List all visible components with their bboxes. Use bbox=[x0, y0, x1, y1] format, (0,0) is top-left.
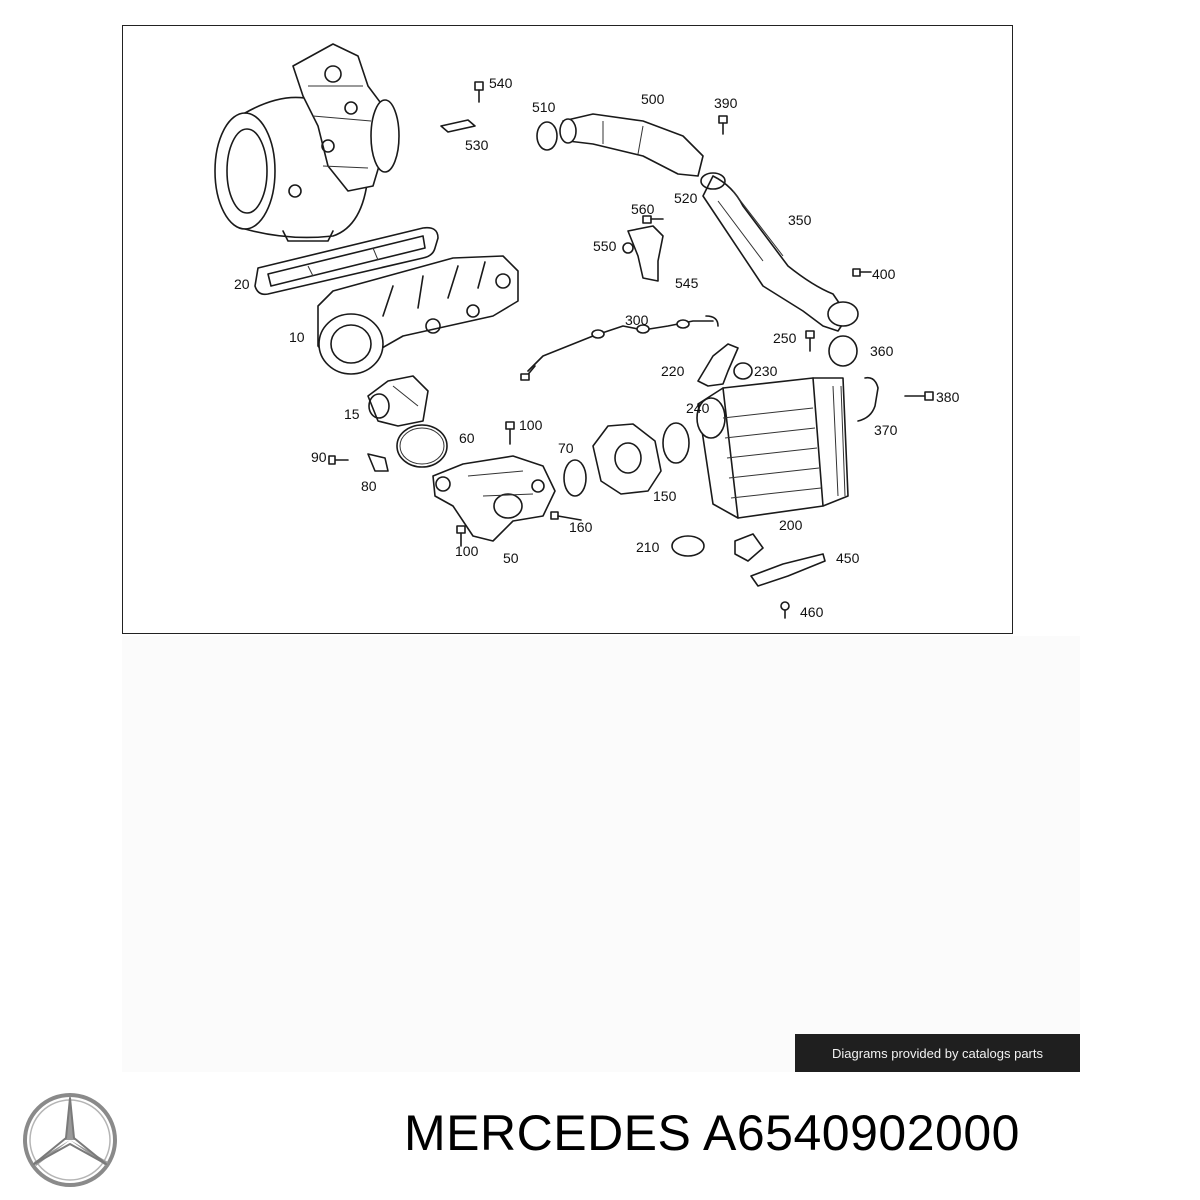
parts-diagram-panel: 540 510 500 390 530 520 350 560 550 545 … bbox=[122, 25, 1013, 634]
callout-label: 200 bbox=[779, 517, 803, 533]
callout-label: 90 bbox=[311, 449, 327, 465]
callout-label: 380 bbox=[936, 389, 960, 405]
hose-bottom-part bbox=[734, 533, 764, 562]
callout-label: 390 bbox=[714, 95, 738, 111]
callout-label: 545 bbox=[675, 275, 699, 291]
callout-label: 150 bbox=[653, 488, 677, 504]
plate-530-part bbox=[440, 119, 476, 133]
callout-label: 540 bbox=[489, 75, 513, 91]
callout-label: 450 bbox=[836, 550, 860, 566]
gasket-20-part bbox=[254, 226, 439, 296]
bolt-560-part bbox=[642, 215, 664, 224]
intercooler-part bbox=[696, 377, 849, 519]
callout-label: 510 bbox=[532, 99, 556, 115]
callout-label: 560 bbox=[631, 201, 655, 217]
seal-510-part bbox=[536, 121, 558, 151]
pipe-500-part bbox=[559, 113, 704, 177]
callout-label: 10 bbox=[289, 329, 305, 345]
callout-label: 80 bbox=[361, 478, 377, 494]
callout-label: 360 bbox=[870, 343, 894, 359]
callout-label: 250 bbox=[773, 330, 797, 346]
diagram-background bbox=[122, 636, 1080, 1072]
bolt-90-part bbox=[328, 455, 349, 465]
bolt-160-part bbox=[550, 511, 582, 521]
part-number: A6540902000 bbox=[703, 1105, 1020, 1161]
callout-label: 400 bbox=[872, 266, 896, 282]
pipe-300-part bbox=[520, 315, 719, 381]
valve-150-part bbox=[592, 423, 662, 495]
mercedes-star-icon bbox=[23, 1093, 117, 1187]
throttle-15-part bbox=[367, 375, 429, 427]
callout-label: 60 bbox=[459, 430, 475, 446]
callout-label: 240 bbox=[686, 400, 710, 416]
callout-label: 500 bbox=[641, 91, 665, 107]
callout-label: 15 bbox=[344, 406, 360, 422]
seal-360-part bbox=[828, 335, 858, 367]
housing-50-part bbox=[432, 455, 556, 542]
callout-label: 460 bbox=[800, 604, 824, 620]
callout-label: 230 bbox=[754, 363, 778, 379]
part-title: MERCEDES A6540902000 bbox=[404, 1104, 1020, 1162]
callout-label: 20 bbox=[234, 276, 250, 292]
credit-banner: Diagrams provided by catalogs parts bbox=[795, 1034, 1080, 1072]
sensor-80-part bbox=[367, 453, 389, 472]
bolt-540-part bbox=[474, 81, 484, 103]
seal-230-part bbox=[733, 362, 753, 380]
intake-manifold-part bbox=[317, 255, 519, 375]
shield-450-part bbox=[750, 553, 826, 587]
brand-name: MERCEDES bbox=[404, 1105, 692, 1161]
callout-label: 210 bbox=[636, 539, 660, 555]
callout-label: 300 bbox=[625, 312, 649, 328]
callout-label: 160 bbox=[569, 519, 593, 535]
callout-label: 530 bbox=[465, 137, 489, 153]
callout-labels: 540 510 500 390 530 520 350 560 550 545 … bbox=[234, 75, 960, 620]
parts-diagram: 540 510 500 390 530 520 350 560 550 545 … bbox=[214, 43, 960, 620]
callout-label: 550 bbox=[593, 238, 617, 254]
nut-550-part bbox=[622, 242, 634, 254]
callout-label: 50 bbox=[503, 550, 519, 566]
seal-520-part bbox=[700, 172, 726, 190]
bolt-380-part bbox=[904, 391, 934, 401]
callout-label: 520 bbox=[674, 190, 698, 206]
pipe-370-part bbox=[857, 376, 879, 422]
bolt-400-part bbox=[852, 268, 872, 277]
callout-label: 220 bbox=[661, 363, 685, 379]
callout-label: 100 bbox=[519, 417, 543, 433]
turbocharger-part bbox=[214, 43, 400, 242]
bracket-220-part bbox=[697, 343, 739, 387]
seal-60-part bbox=[396, 424, 448, 468]
bracket-545-part bbox=[627, 225, 664, 282]
callout-label: 100 bbox=[455, 543, 479, 559]
charge-pipe-350-part bbox=[702, 175, 859, 332]
bolt-390-part bbox=[718, 115, 728, 135]
callout-label: 70 bbox=[558, 440, 574, 456]
bolt-250-part bbox=[805, 330, 815, 352]
clamp-210-part bbox=[671, 535, 705, 557]
seal-70-part bbox=[563, 459, 587, 497]
callout-label: 370 bbox=[874, 422, 898, 438]
seal-240-part bbox=[662, 422, 690, 464]
bolt-460-part bbox=[780, 601, 790, 619]
bolt-100-lower-part bbox=[456, 525, 466, 547]
bolt-100-upper-part bbox=[505, 421, 515, 445]
callout-label: 350 bbox=[788, 212, 812, 228]
